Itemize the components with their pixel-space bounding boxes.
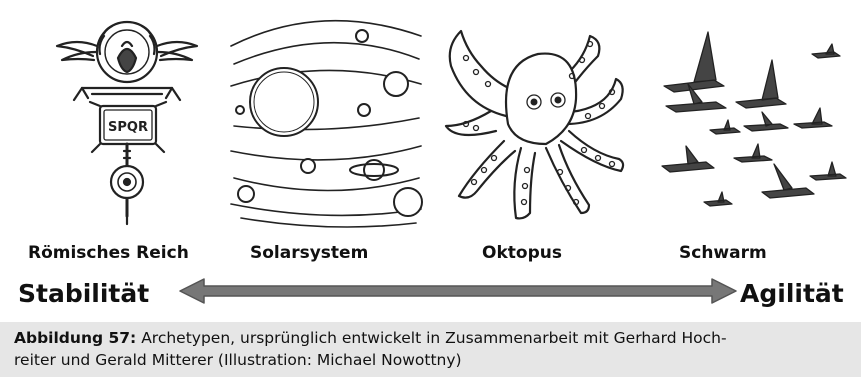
- figure-caption: Abbildung 57: Archetypen, ursprünglich e…: [0, 322, 861, 377]
- octopus-icon: [436, 6, 636, 231]
- spqr-text: SPQR: [108, 120, 148, 135]
- archetype-label-octopus: Oktopus: [482, 243, 562, 263]
- archetype-label-solar-system: Solarsystem: [250, 243, 368, 263]
- roman-standard-icon: SPQR: [52, 6, 202, 231]
- scale-left-label: Stabilität: [18, 279, 149, 308]
- caption-text-line1: Archetypen, ursprünglich entwickelt in Z…: [141, 329, 726, 347]
- archetype-label-swarm: Schwarm: [679, 243, 767, 263]
- archetypes-figure: SPQR: [8, 6, 853, 326]
- bird-swarm-icon: [644, 6, 849, 231]
- solar-system-icon: [226, 6, 426, 231]
- caption-text-line2: reiter und Gerald Mitterer (Illustration…: [14, 351, 462, 369]
- archetype-label-roman-empire: Römisches Reich: [28, 243, 189, 263]
- caption-label: Abbildung 57:: [14, 329, 136, 347]
- scale-right-label: Agilität: [740, 279, 844, 308]
- double-arrow-icon: [178, 278, 738, 304]
